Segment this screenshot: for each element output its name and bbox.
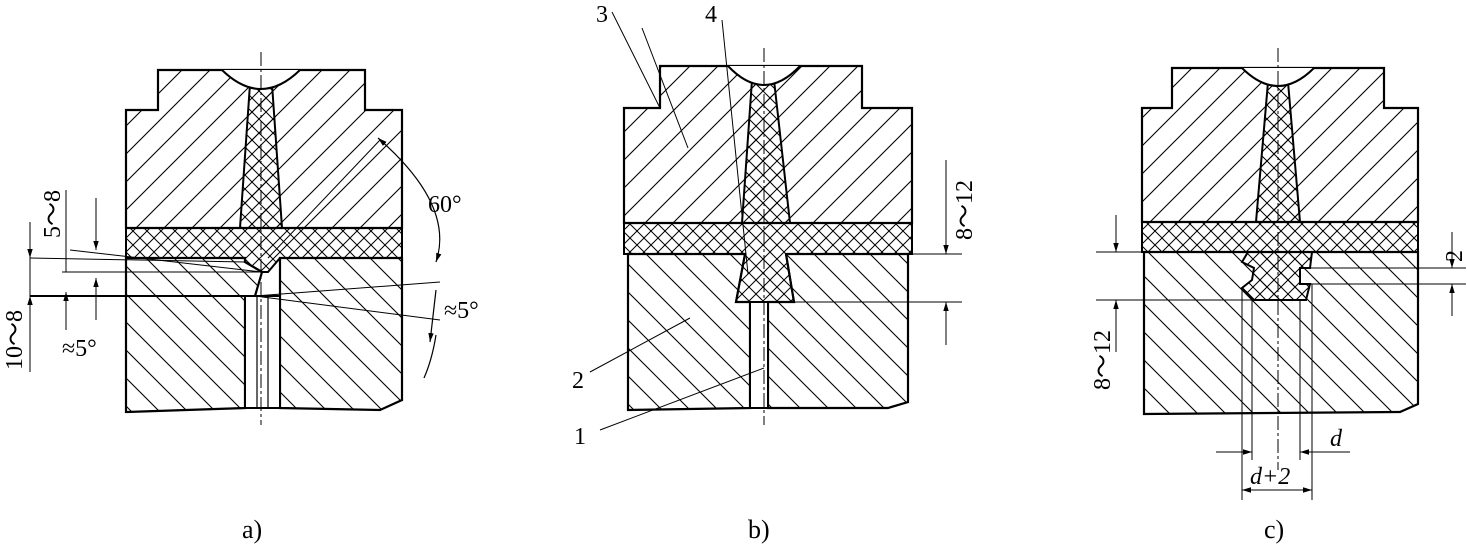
- caption-b: b): [748, 515, 770, 544]
- dim-approx5-right: ≈5°: [444, 298, 479, 324]
- dim-60deg: 60°: [428, 192, 462, 218]
- dim-10-8: 10～8: [2, 310, 28, 370]
- callout-2: 2: [572, 368, 584, 394]
- panel-b: 3 4 2 1 8～12 b): [572, 2, 978, 544]
- dim-8-12-b: 8～12: [952, 180, 978, 240]
- lower-mould-left-a: [124, 256, 264, 414]
- angle-line-a4: [267, 139, 381, 259]
- runner-b: [749, 301, 769, 409]
- dim-d: d: [1330, 426, 1343, 452]
- angle-line-a3: [254, 295, 441, 321]
- lower-mould-right-a: [278, 256, 404, 412]
- panel-a: 5～8 10～8 ≈5° 60° ≈5° a): [2, 52, 479, 544]
- caption-a: a): [242, 515, 262, 544]
- dim-d-plus-2: d+2: [1250, 464, 1290, 490]
- runner-a: [244, 295, 281, 409]
- dim-8-12-c: 8～12: [1090, 330, 1116, 390]
- arc-60-a: [377, 137, 442, 263]
- dim-approx5-left: ≈5°: [62, 336, 97, 362]
- dim-5-8: 5～8: [40, 190, 66, 238]
- lower-mould-left-b: [626, 252, 752, 412]
- caption-c: c): [1264, 515, 1284, 544]
- dim-2-c: 2: [1442, 250, 1467, 262]
- angle-line-a1: [69, 249, 263, 273]
- angle-line-a2: [254, 281, 441, 297]
- callout-1: 1: [574, 424, 586, 450]
- callout-4: 4: [705, 2, 717, 28]
- panel-c: 8～12 2 d d+2 c): [1090, 48, 1467, 544]
- callout-3: 3: [596, 2, 608, 28]
- plastic-fill-a: [125, 83, 403, 273]
